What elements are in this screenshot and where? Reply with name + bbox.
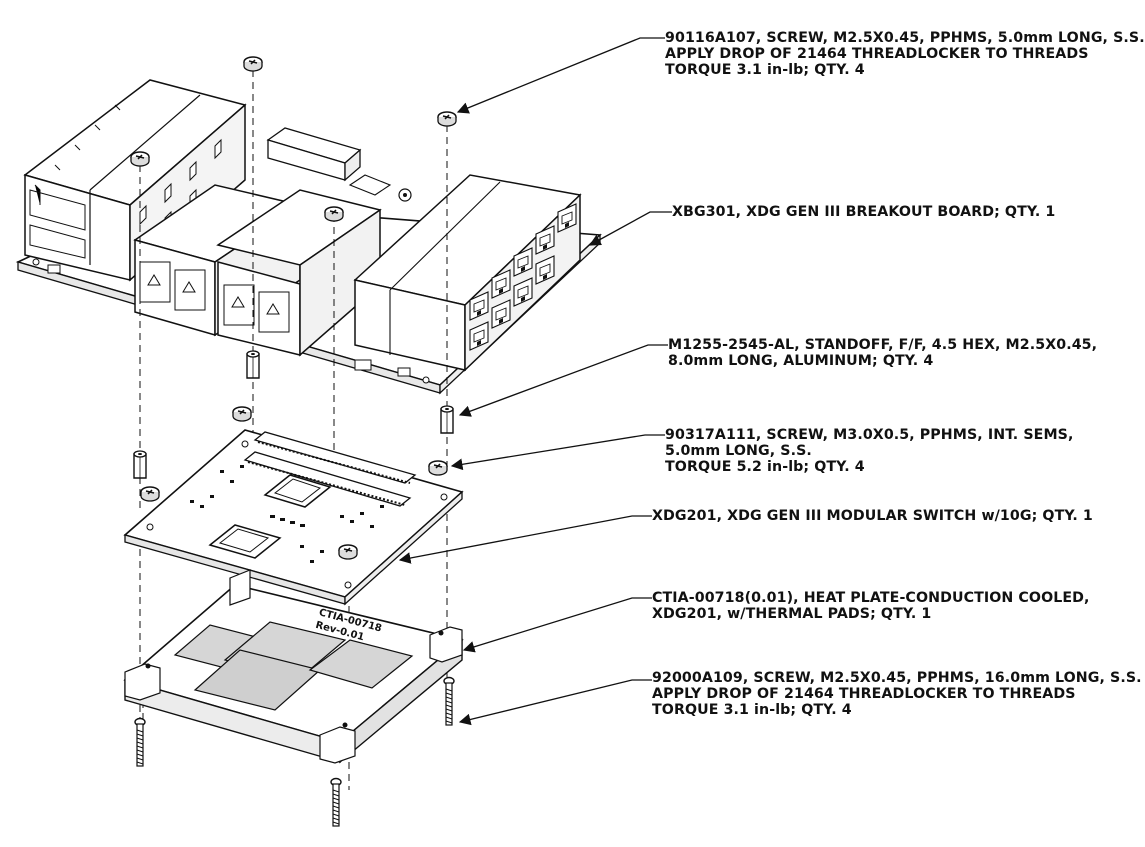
rj45-stack-right <box>353 174 582 372</box>
callout-line: CTIA-00718(0.01), HEAT PLATE-CONDUCTION … <box>652 590 1090 606</box>
sfp-cages <box>133 184 382 357</box>
callout-line: TORQUE 3.1 in-lb; QTY. 4 <box>652 702 852 718</box>
callout-heat-plate: CTIA-00718(0.01), HEAT PLATE-CONDUCTION … <box>652 590 1090 622</box>
callout-line: APPLY DROP OF 21464 THREADLOCKER TO THRE… <box>665 46 1089 62</box>
callout-line: XDG201, XDG GEN III MODULAR SWITCH w/10G… <box>652 508 1093 524</box>
callout-screw-top: 90116A107, SCREW, M2.5X0.45, PPHMS, 5.0m… <box>665 30 1145 78</box>
callout-line: XDG201, w/THERMAL PADS; QTY. 1 <box>652 606 932 622</box>
callout-line: TORQUE 5.2 in-lb; QTY. 4 <box>665 459 865 475</box>
callout-screw-bottom: 92000A109, SCREW, M2.5X0.45, PPHMS, 16.0… <box>652 670 1142 718</box>
callout-standoff: M1255-2545-AL, STANDOFF, F/F, 4.5 HEX, M… <box>668 337 1097 369</box>
callout-line: M1255-2545-AL, STANDOFF, F/F, 4.5 HEX, M… <box>668 337 1098 353</box>
callout-modular-switch: XDG201, XDG GEN III MODULAR SWITCH w/10G… <box>652 508 1093 524</box>
callout-breakout-board: XBG301, XDG GEN III BREAKOUT BOARD; QTY.… <box>672 204 1055 220</box>
callout-line: 90317A111, SCREW, M3.0X0.5, PPHMS, INT. … <box>665 427 1074 443</box>
breakout-board <box>15 79 602 395</box>
callout-line: 90116A107, SCREW, M2.5X0.45, PPHMS, 5.0m… <box>665 30 1145 46</box>
callout-line: XBG301, XDG GEN III BREAKOUT BOARD; QTY.… <box>672 204 1056 220</box>
callout-line: APPLY DROP OF 21464 THREADLOCKER TO THRE… <box>652 686 1076 702</box>
heat-plate: CTIA-00718 Rev-0.01 <box>123 569 464 764</box>
callout-line: 8.0mm LONG, ALUMINUM; QTY. 4 <box>668 353 934 369</box>
leader-lines <box>398 37 672 726</box>
callout-line: 5.0mm LONG, S.S. <box>665 443 812 459</box>
callout-line: TORQUE 3.1 in-lb; QTY. 4 <box>665 62 865 78</box>
callout-screw-m3: 90317A111, SCREW, M3.0X0.5, PPHMS, INT. … <box>665 427 1073 475</box>
modular-switch-board <box>123 429 464 606</box>
callout-line: 92000A109, SCREW, M2.5X0.45, PPHMS, 16.0… <box>652 670 1142 686</box>
